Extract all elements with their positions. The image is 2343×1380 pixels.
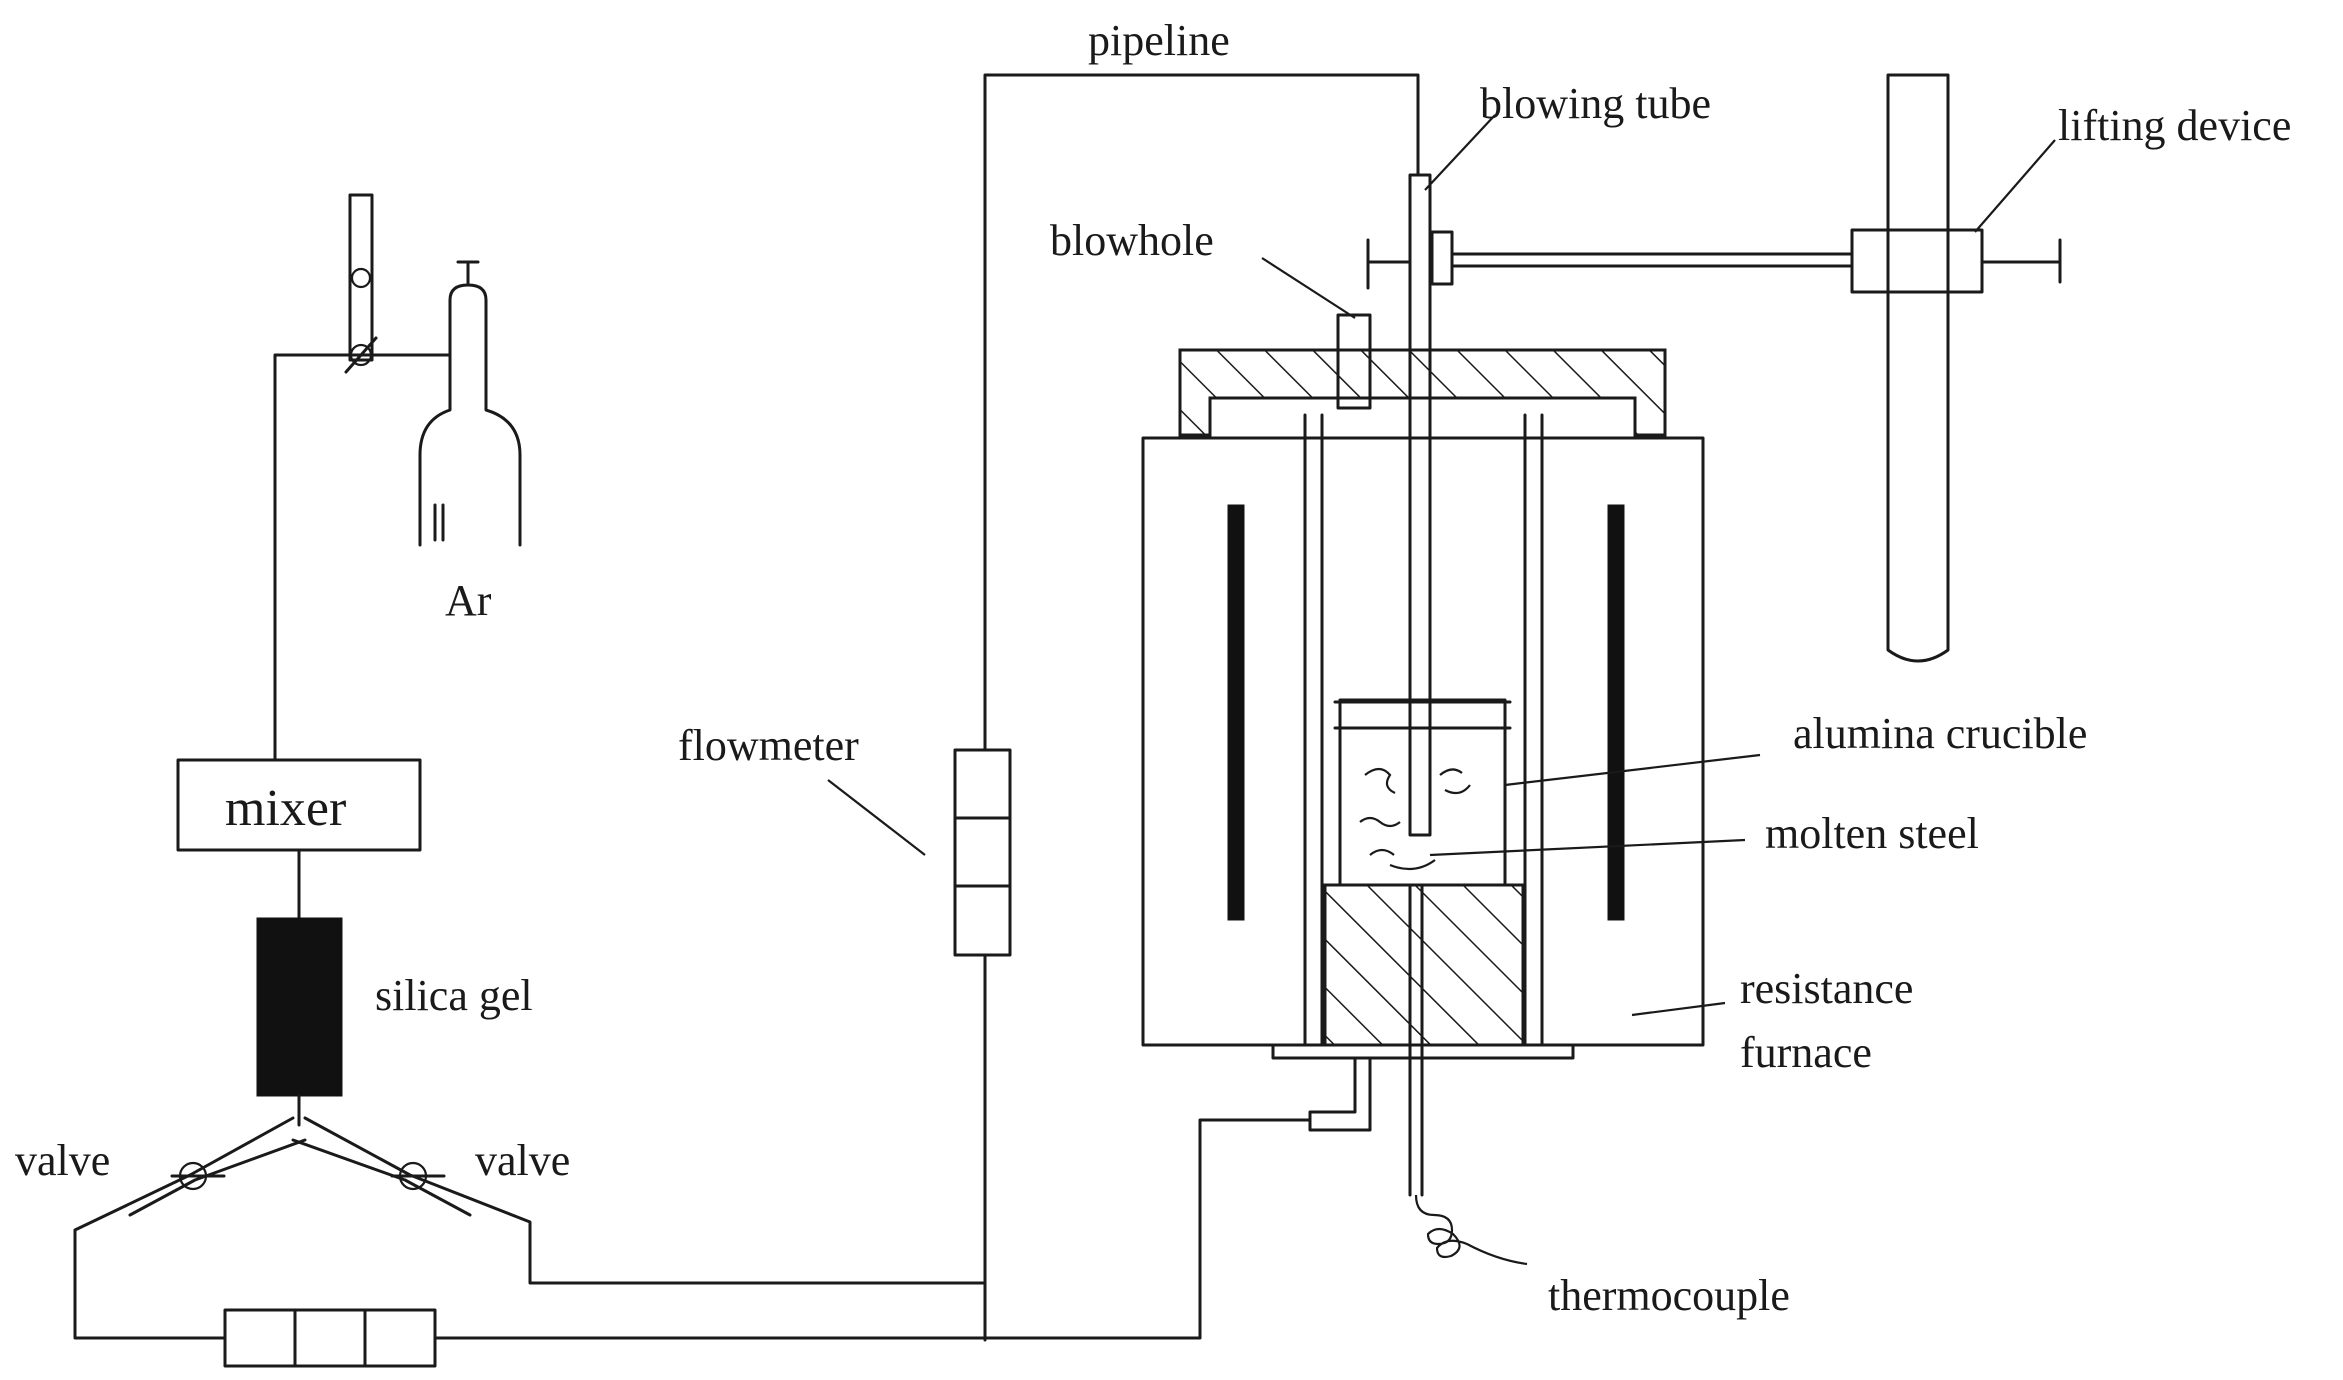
valve-left-label: valve [15,1136,110,1185]
valve-right-label: valve [475,1136,570,1185]
heating-element-left [1227,504,1245,921]
blowing-tube-label: blowing tube [1480,79,1711,128]
thermocouple-label: thermocouple [1548,1271,1790,1320]
silica-gel-column [256,917,343,1097]
crucible-support [1323,883,1525,1047]
lifting-device-block [1850,228,1984,294]
heating-element-right [1607,504,1625,921]
regulator-gauge [350,267,372,289]
molten-steel-label: molten steel [1765,809,1979,858]
molten-swirl-2 [1439,768,1463,776]
furnace-lid [1178,348,1667,437]
resistance-label: resistance [1740,964,1913,1013]
blowhole-label: blowhole [1050,216,1214,265]
furnace-section: blowhole blowing tube lifting device alu… [1050,73,2291,1320]
blowhole [1336,313,1372,410]
molten-swirl-4 [1359,816,1401,828]
molten-swirl-5 [1369,848,1395,856]
molten-swirl-1 [1364,767,1396,794]
ar-label: Ar [445,576,492,625]
flowmeter-label: flowmeter [678,721,859,770]
bottom-flowmeter [223,1308,437,1368]
mixer-label: mixer [225,780,346,837]
flowmeter-leader [827,779,926,856]
molten-steel-leader [1429,838,1746,857]
lifting-arm-collar [1430,230,1454,286]
thermocouple-wire [1414,1194,1528,1266]
vertical-flowmeter [953,748,1012,957]
blowhole-leader [1261,257,1356,319]
molten-swirl-6 [1389,859,1436,871]
silica-gel-label: silica gel [375,971,533,1020]
y-branch-right-lower [291,1138,472,1217]
furnace-label: furnace [1740,1028,1872,1077]
y-branch-left-lower [128,1138,307,1217]
pipeline-upper [983,73,1420,752]
regulator-tube [348,193,374,362]
pipeline-label: pipeline [1088,16,1230,65]
y-branch-left-upper [73,1116,295,1340]
gas-supply-section: Ar mixer silica gel valve valve [15,193,1312,1368]
argon-pipe [273,353,452,762]
blowing-tube-leader [1424,114,1496,191]
lifting-device-pole [1886,73,1950,663]
molten-swirl-3 [1444,784,1471,795]
resistance-furnace-leader [1631,1001,1726,1017]
alumina-crucible-label: alumina crucible [1793,709,2087,758]
lifting-device-label: lifting device [2058,101,2291,150]
lifting-device-leader [1974,139,2056,233]
pipeline-section: pipeline flowmeter [678,16,1420,1285]
blowing-tube [1408,173,1432,837]
furnace-gas-inlet [1308,1056,1372,1132]
alumina-crucible-leader [1504,753,1761,787]
bottom-flowmeter-out-pipe [433,1118,1312,1340]
y-branch-right-upper [303,1116,987,1342]
